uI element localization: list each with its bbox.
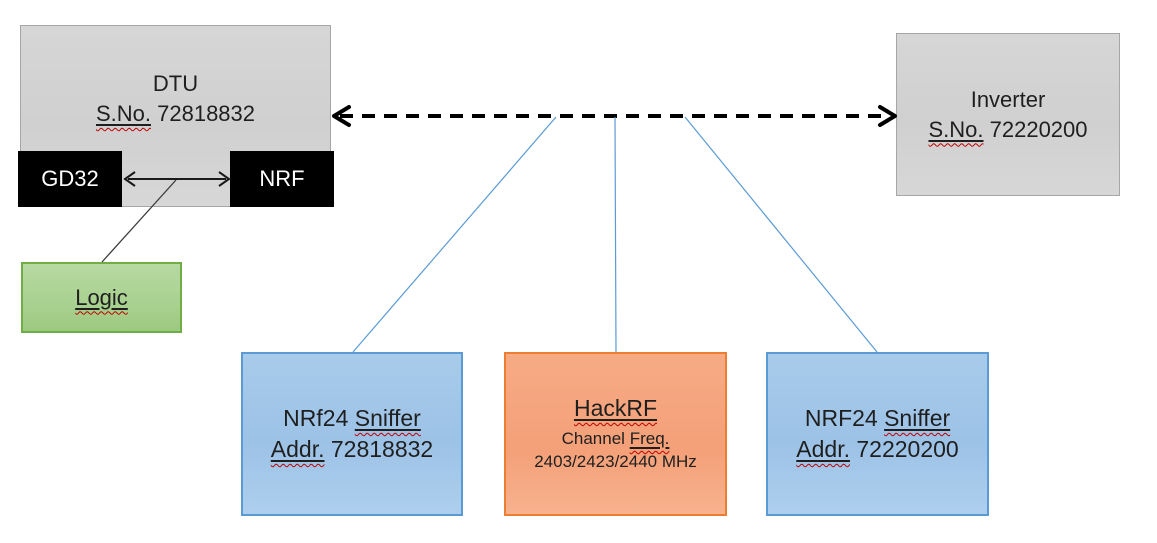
hackrf-freq-values: 2403/2423/2440 MHz <box>534 451 697 471</box>
dtu-serial-number: 72818832 <box>151 101 256 126</box>
inverter-serial-label: S.No. <box>928 116 984 142</box>
sniffer-left-box: NRf24 Sniffer Addr. 72818832 <box>241 352 463 516</box>
logic-box: Logic <box>21 262 182 333</box>
sniffer-right-box: NRF24 Sniffer Addr. 72220200 <box>766 352 989 516</box>
dashed-arrow-right-head <box>878 105 897 127</box>
sniffer-right-connector-line <box>684 116 878 353</box>
logic-label: Logic <box>75 284 128 310</box>
hackrf-title-line: HackRF <box>574 394 657 424</box>
hackrf-title: HackRF <box>573 395 658 422</box>
inverter-serial-number: 72220200 <box>983 116 1088 142</box>
sniffer-right-addr-number: 72220200 <box>849 436 959 462</box>
hackrf-box: HackRF Channel Freq. 2403/2423/2440 MHz <box>504 352 727 516</box>
sniffer-left-addr-number: 72818832 <box>324 436 434 462</box>
sniffer-right-addr: Addr. 72220200 <box>796 434 958 465</box>
gd32-chip: GD32 <box>18 151 122 207</box>
sniffer-right-title-prefix: NRF24 <box>804 404 885 431</box>
dashed-arrow-dtu-inverter <box>332 105 897 127</box>
sniffer-right-addr-label: Addr. <box>796 436 850 462</box>
hackrf-freq-label-line: Channel Freq. <box>562 428 670 451</box>
hackrf-freq-prefix: Channel <box>561 429 630 448</box>
sniffer-left-addr-label: Addr. <box>270 436 325 462</box>
hackrf-freq-word: Freq. <box>629 429 670 448</box>
sniffer-left-title-word: Sniffer <box>354 404 421 431</box>
dtu-serial-label: S.No. <box>95 101 152 126</box>
hackrf-connector-line <box>614 116 617 353</box>
inverter-box: Inverter S.No. 72220200 <box>896 33 1120 196</box>
nrf-chip: NRF <box>230 151 334 207</box>
nrf-label: NRF <box>259 166 305 191</box>
sniffer-right-title: NRF24 Sniffer <box>805 403 950 434</box>
logic-label-line: Logic <box>75 283 128 313</box>
dtu-serial: S.No. 72818832 <box>96 99 255 129</box>
sniffer-left-connector-line <box>352 116 557 353</box>
sniffer-left-title: NRf24 Sniffer <box>283 403 421 434</box>
sniffer-left-addr: Addr. 72818832 <box>271 434 433 465</box>
sniffer-right-title-word: Sniffer <box>884 404 951 431</box>
dashed-arrow-left-head <box>332 105 351 127</box>
dtu-title: DTU <box>152 71 199 97</box>
gd32-label: GD32 <box>41 166 99 191</box>
inverter-serial: S.No. 72220200 <box>928 115 1087 145</box>
inverter-title: Inverter <box>970 86 1046 112</box>
sniffer-left-title-prefix: NRf24 <box>283 404 355 431</box>
